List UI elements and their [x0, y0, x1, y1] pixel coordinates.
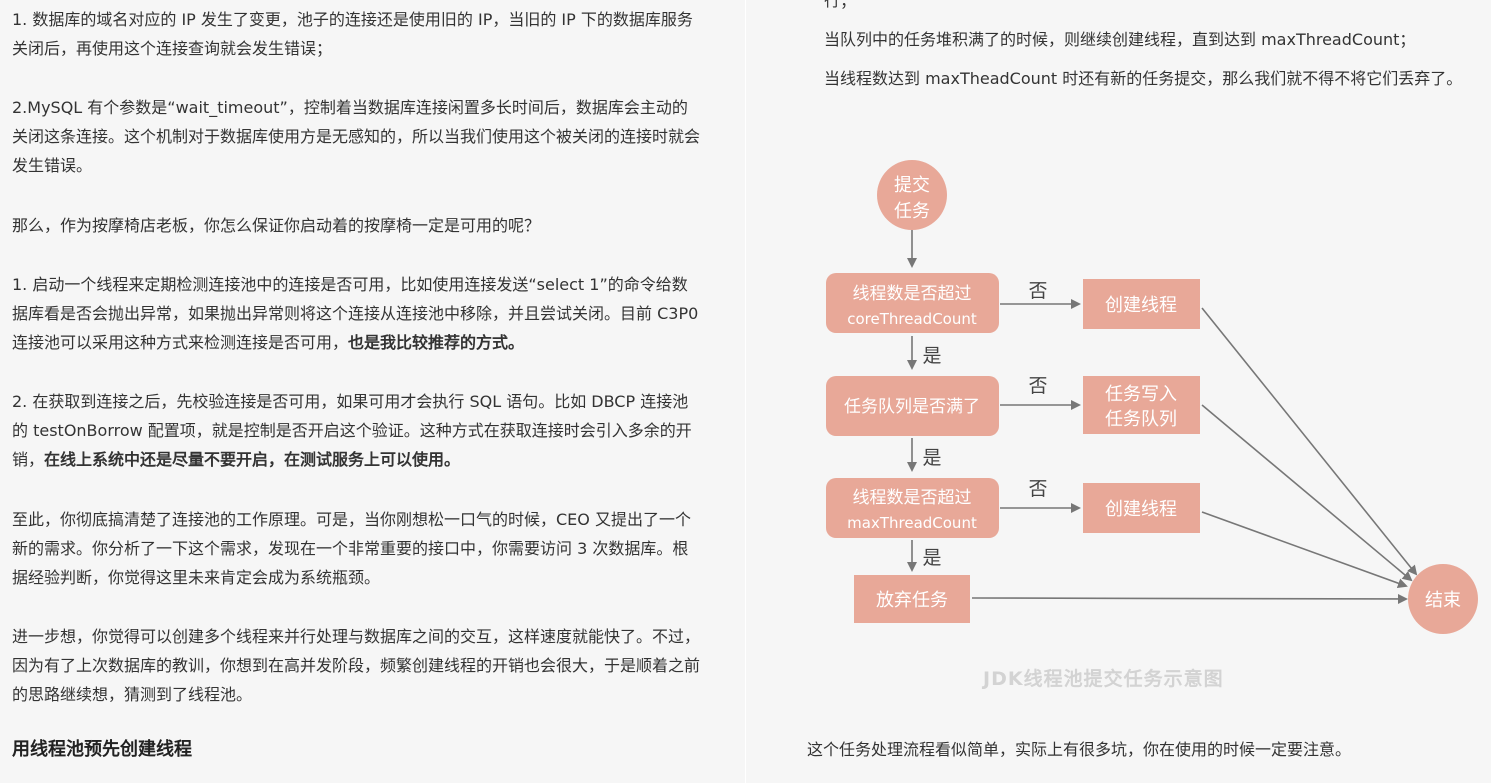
action2-line2: 任务队列 — [1105, 409, 1177, 430]
right-article-column: 行； 当队列中的任务堆积满了的时候，则继续创建线程，直到达到 maxThread… — [746, 0, 1491, 783]
label-no-3: 否 — [1028, 478, 1047, 500]
arrow-action2-to-end — [1201, 404, 1413, 582]
label-yes-2: 是 — [922, 447, 941, 469]
action-write-to-queue: 任务写入 任务队列 — [1083, 376, 1200, 434]
arrow-action1-to-end — [1201, 307, 1418, 576]
thread-pool-flowchart: 否 否 否 是 是 是 提交 任务 线程数是否超过 coreThreadCoun… — [826, 160, 1478, 634]
end-line1: 结束 — [1425, 590, 1461, 611]
arrow-discard-to-end — [971, 593, 1408, 604]
method-2-text: 2. 在获取到连接之后，先校验连接是否可用，如果可用才会执行 SQL 语句。比如… — [12, 392, 692, 469]
action-create-thread-1: 创建线程 — [1083, 279, 1200, 329]
end-node: 结束 — [1408, 564, 1478, 634]
decision1-line1: 线程数是否超过 — [853, 284, 972, 304]
decision-core-thread-count: 线程数是否超过 coreThreadCount — [826, 273, 999, 333]
decision-max-thread-count: 线程数是否超过 maxThreadCount — [826, 478, 999, 538]
decision3-line1: 线程数是否超过 — [853, 488, 972, 508]
action3-line1: 创建线程 — [1105, 499, 1177, 520]
label-yes-1: 是 — [922, 345, 941, 367]
start-line1: 提交 — [894, 175, 930, 196]
paragraph-method-1: 1. 启动一个线程来定期检测连接池中的连接是否可用，比如使用连接发送“selec… — [12, 270, 702, 357]
start-node: 提交 任务 — [877, 160, 947, 230]
paragraph-ip-change: 1. 数据库的域名对应的 IP 发生了变更，池子的连接还是使用旧的 IP，当旧的… — [12, 10, 693, 58]
label-yes-3: 是 — [922, 547, 941, 569]
paragraph-thread-pool-idea: 进一步想，你觉得可以创建多个线程来并行处理与数据库之间的交互，这样速度就能快了。… — [12, 627, 701, 704]
action1-line1: 创建线程 — [1105, 295, 1177, 316]
paragraph-queue-full: 当队列中的任务堆积满了的时候，则继续创建线程，直到达到 maxThreadCou… — [824, 30, 1416, 49]
label-no-2: 否 — [1028, 375, 1047, 397]
discard-line1: 放弃任务 — [876, 590, 948, 611]
paragraph-closing: 这个任务处理流程看似简单，实际上有很多坑，你在使用的时候一定要注意。 — [807, 740, 1352, 759]
method-2-bold: 在线上系统中还是尽量不要开启，在测试服务上可以使用。 — [44, 450, 461, 469]
discard-node: 放弃任务 — [854, 575, 970, 623]
paragraph-wait-timeout: 2.MySQL 有个参数是“wait_timeout”，控制着当数据库连接闲置多… — [12, 98, 701, 175]
paragraph-ceo-request: 至此，你彻底搞清楚了连接池的工作原理。可是，当你刚想松一口气的时候，CEO 又提… — [12, 510, 691, 587]
action2-line1: 任务写入 — [1105, 384, 1177, 405]
method-1-text: 1. 启动一个线程来定期检测连接池中的连接是否可用，比如使用连接发送“selec… — [12, 275, 699, 352]
action-create-thread-2: 创建线程 — [1083, 483, 1200, 533]
method-1-bold: 也是我比较推荐的方式。 — [348, 333, 525, 352]
paragraph-question: 那么，作为按摩椅店老板，你怎么保证你启动着的按摩椅一定是可用的呢？ — [12, 216, 541, 235]
decision-queue-full: 任务队列是否满了 — [826, 376, 999, 436]
decision3-line2: maxThreadCount — [847, 514, 977, 532]
start-line2: 任务 — [894, 201, 930, 222]
decision1-line2: coreThreadCount — [847, 310, 977, 328]
left-article-column: 1. 数据库的域名对应的 IP 发生了变更，池子的连接还是使用旧的 IP，当旧的… — [0, 0, 745, 783]
decision2-line1: 任务队列是否满了 — [844, 397, 980, 417]
paragraph-fragment: 行； — [824, 0, 857, 10]
paragraph-method-2: 2. 在获取到连接之后，先校验连接是否可用，如果可用才会执行 SQL 语句。比如… — [12, 387, 702, 474]
paragraph-discard: 当线程数达到 maxTheadCount 时还有新的任务提交，那么我们就不得不将… — [824, 69, 1463, 88]
arrow-action3-to-end — [1201, 511, 1408, 588]
diagram-caption: JDK线程池提交任务示意图 — [983, 668, 1224, 690]
label-no-1: 否 — [1028, 280, 1047, 302]
section-heading: 用线程池预先创建线程 — [12, 739, 192, 760]
